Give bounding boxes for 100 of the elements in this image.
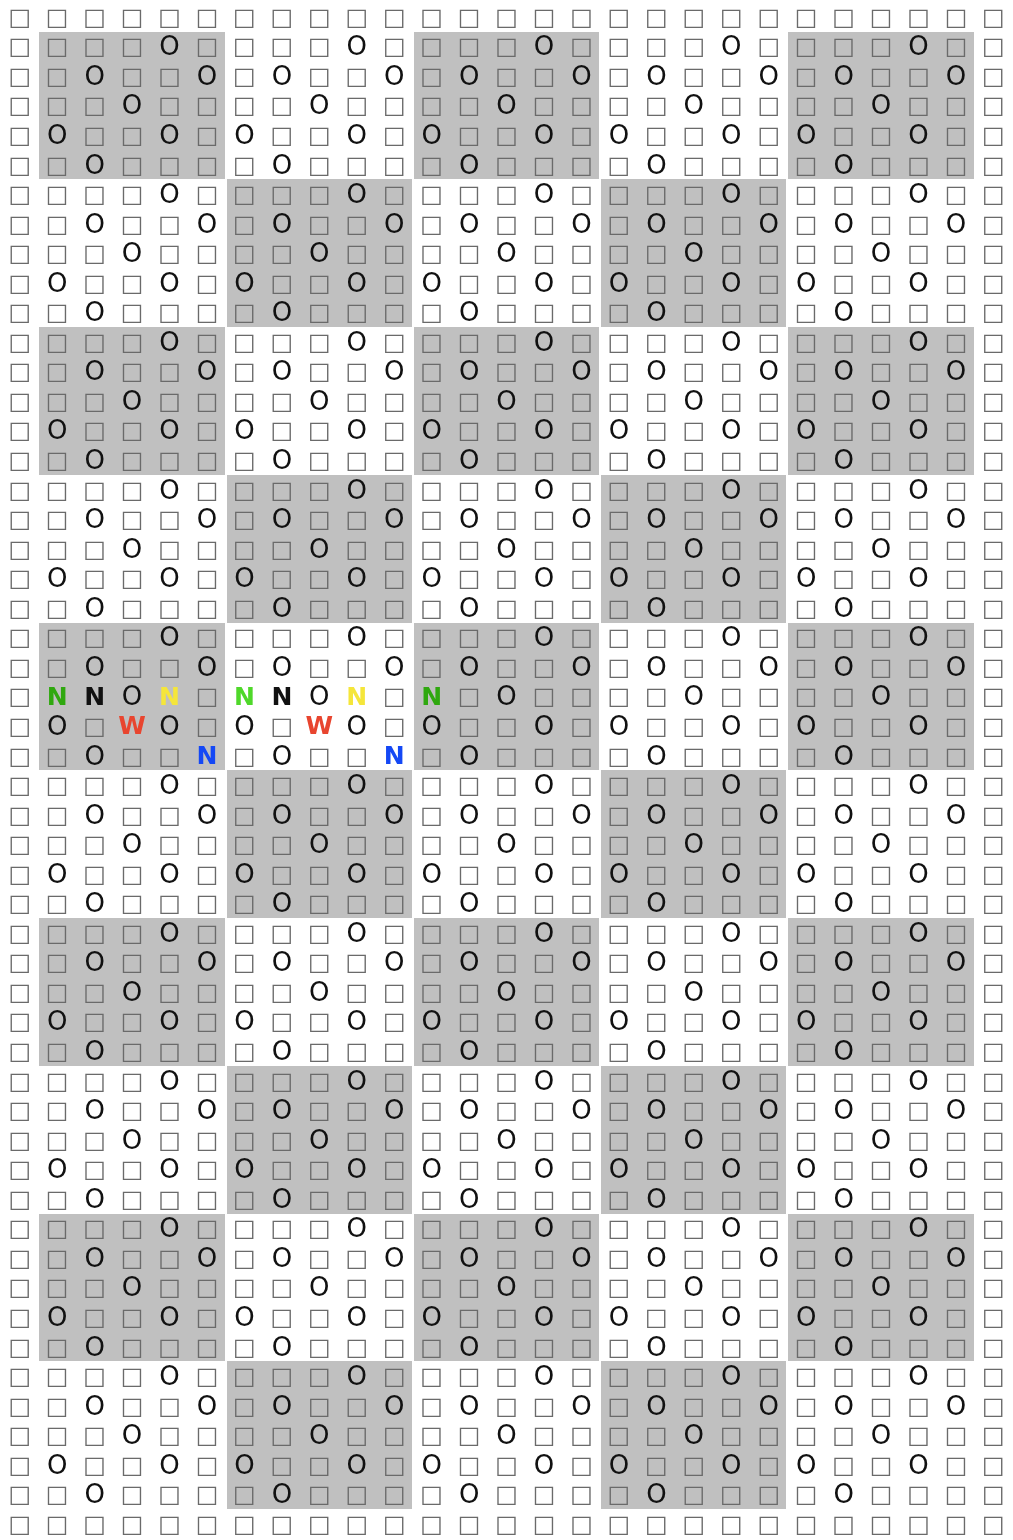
grid-character: □	[793, 210, 819, 238]
grid-character: □	[194, 1185, 220, 1213]
grid-character: O	[158, 121, 181, 149]
grid-character: O	[532, 623, 556, 651]
grid-character: □	[269, 1510, 295, 1538]
grid-character: □	[119, 1007, 145, 1035]
grid-character: □	[943, 1214, 969, 1242]
grid-character: □	[981, 623, 1006, 651]
grid-character: □	[306, 653, 332, 681]
grid-character: O	[907, 1007, 930, 1035]
grid-character: □	[44, 623, 70, 651]
grid-character: □	[943, 1155, 969, 1183]
grid-character: □	[344, 653, 370, 681]
grid-character: □	[381, 3, 407, 31]
grid-character: □	[606, 180, 632, 208]
grid-character: O	[83, 742, 106, 769]
grid-character: O	[158, 1007, 181, 1035]
grid-character: □	[381, 1037, 407, 1065]
grid-character: O	[457, 1333, 481, 1360]
grid-character: □	[7, 1244, 33, 1272]
grid-character: □	[269, 32, 295, 60]
grid-character: □	[606, 1333, 632, 1360]
grid-character: □	[756, 1273, 782, 1301]
grid-character: O	[532, 1362, 556, 1390]
grid-character: O	[720, 1155, 743, 1183]
grid-character: □	[419, 91, 444, 119]
grid-character: □	[306, 889, 332, 917]
grid-character: □	[344, 978, 370, 1006]
grid-character: □	[943, 712, 969, 740]
grid-character: □	[7, 771, 33, 799]
grid-character: □	[868, 948, 894, 976]
grid-character: N	[158, 682, 181, 710]
grid-character: O	[720, 771, 743, 799]
grid-character: □	[681, 1362, 707, 1390]
grid-character: □	[906, 830, 931, 858]
grid-character: □	[494, 1007, 519, 1035]
grid-character: □	[906, 446, 931, 474]
grid-character: □	[718, 1480, 744, 1508]
grid-character: □	[531, 830, 557, 858]
grid-character: □	[569, 1126, 594, 1154]
grid-character: □	[793, 889, 819, 917]
grid-character: □	[606, 62, 632, 90]
grid-character: □	[157, 830, 182, 858]
grid-character: □	[868, 121, 894, 149]
grid-character: □	[831, 1421, 856, 1449]
grid-character: □	[419, 357, 444, 385]
grid-character: □	[793, 594, 819, 622]
grid-character: □	[44, 1421, 70, 1449]
grid-character: □	[793, 298, 819, 326]
grid-character: □	[793, 387, 819, 415]
grid-character: O	[158, 476, 181, 504]
grid-character: O	[720, 919, 743, 947]
grid-character: O	[195, 948, 219, 976]
grid-character: □	[831, 623, 856, 651]
grid-character: O	[682, 1421, 706, 1449]
grid-character: □	[606, 830, 632, 858]
grid-character: O	[345, 919, 368, 947]
grid-character: O	[83, 210, 106, 238]
grid-character: O	[832, 653, 855, 681]
grid-character: □	[194, 682, 220, 710]
grid-character: □	[569, 712, 594, 740]
grid-character: □	[981, 357, 1006, 385]
grid-character: □	[569, 889, 594, 917]
grid-character: □	[981, 269, 1006, 297]
grid-character: □	[906, 653, 931, 681]
grid-character: □	[306, 180, 332, 208]
grid-character: □	[943, 1037, 969, 1065]
grid-character: □	[381, 1067, 407, 1095]
grid-character: □	[531, 62, 557, 90]
grid-character: □	[681, 1333, 707, 1360]
grid-character: O	[120, 1421, 144, 1449]
grid-character: □	[831, 830, 856, 858]
grid-character: O	[532, 1303, 556, 1331]
grid-character: O	[270, 357, 294, 385]
grid-character: □	[569, 32, 594, 60]
grid-character: □	[494, 1510, 519, 1538]
grid-character: □	[906, 682, 931, 710]
grid-character: O	[907, 180, 930, 208]
grid-character: O	[495, 535, 518, 563]
grid-character: □	[7, 476, 33, 504]
grid-character: □	[943, 1067, 969, 1095]
grid-character: □	[831, 1007, 856, 1035]
grid-character: □	[569, 1007, 594, 1035]
grid-character: O	[832, 1185, 855, 1213]
grid-character: □	[232, 1126, 257, 1154]
grid-character: □	[793, 1185, 819, 1213]
grid-character: □	[606, 1067, 632, 1095]
grid-character: □	[381, 1480, 407, 1508]
grid-character: □	[194, 151, 220, 178]
grid-character: O	[832, 298, 855, 326]
grid-character: □	[344, 1185, 370, 1213]
grid-character: □	[906, 801, 931, 829]
grid-character: □	[456, 771, 482, 799]
grid-character: □	[831, 1362, 856, 1390]
grid-character: □	[906, 1392, 931, 1420]
grid-character: □	[681, 1037, 707, 1065]
grid-character: □	[456, 239, 482, 267]
grid-character: □	[831, 1126, 856, 1154]
grid-character: O	[420, 712, 443, 740]
grid-character: O	[457, 505, 481, 533]
